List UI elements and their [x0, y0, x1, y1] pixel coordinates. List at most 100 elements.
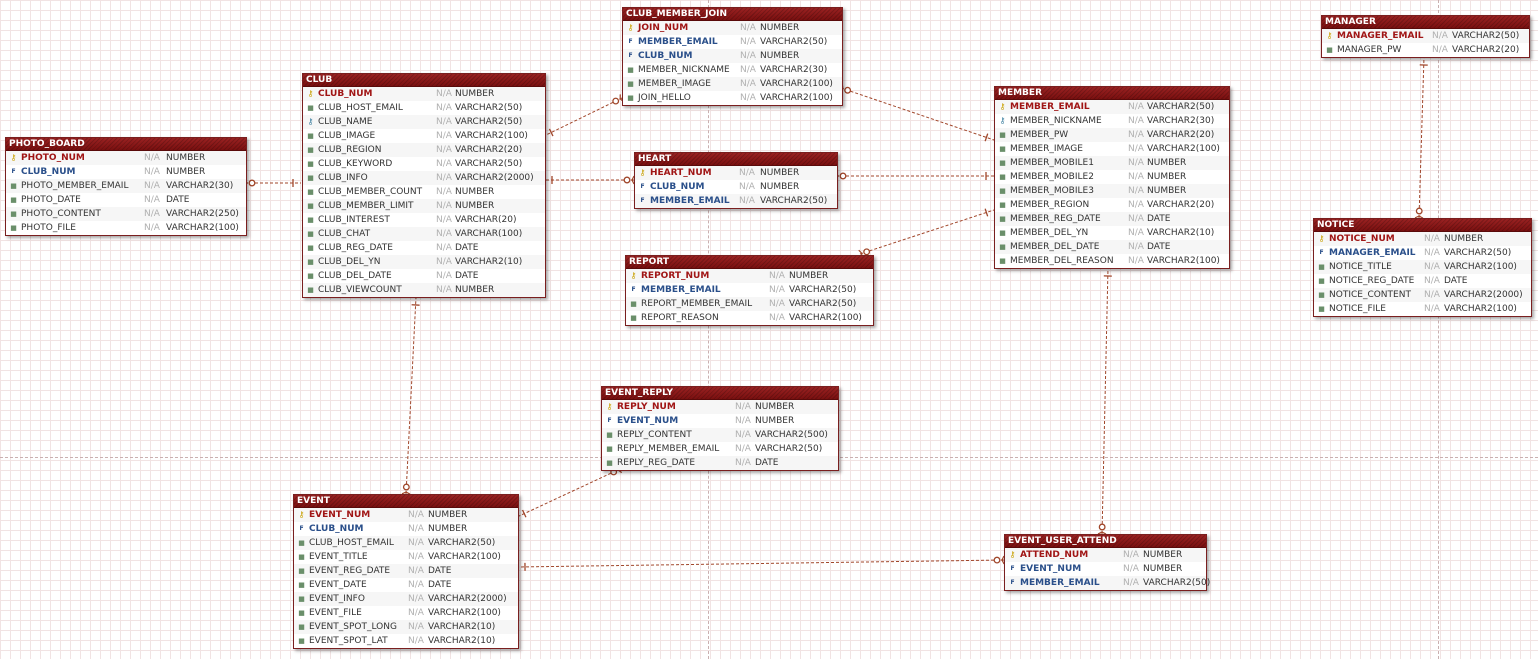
primary-key-icon: ⚷ [1318, 234, 1325, 243]
relationship-heart-member[interactable] [835, 171, 994, 181]
column-icon: ■ [1318, 305, 1325, 313]
relationship-event-reply-event[interactable] [516, 465, 623, 518]
relationship-event-user-attend-event[interactable] [516, 555, 1005, 571]
relationship-event-user-attend-member[interactable] [1097, 267, 1112, 535]
relationship-club-member-join-member[interactable] [839, 84, 995, 142]
relationship-photo-board-club[interactable] [244, 178, 301, 188]
relationship-report-member[interactable] [858, 208, 995, 258]
column-name: PHOTO_FILE [21, 223, 76, 233]
column-nullable: N/A [408, 594, 424, 604]
relationship-club-member-join-club[interactable] [543, 94, 625, 137]
relationship-notice-manager[interactable] [1414, 56, 1428, 219]
relationship-event-club[interactable] [401, 296, 420, 495]
column-name: NOTICE_NUM [1329, 234, 1395, 244]
relationship-heart-club[interactable] [544, 175, 635, 185]
